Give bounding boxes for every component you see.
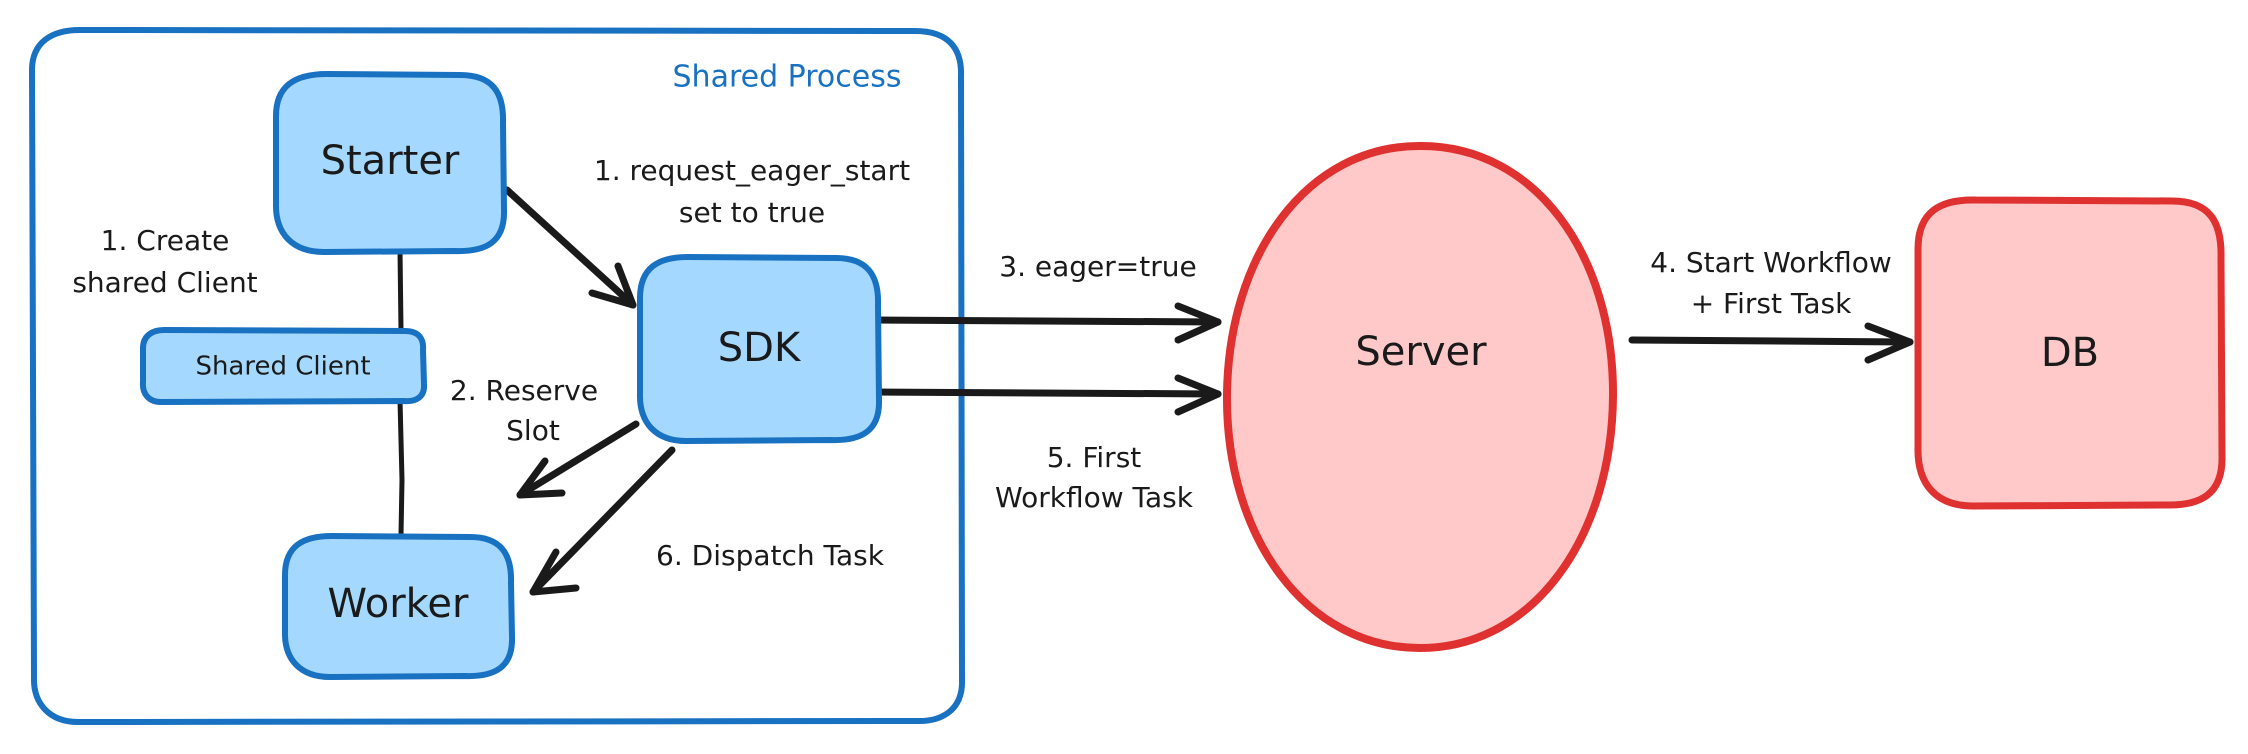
node-db-label: DB: [2041, 330, 2099, 376]
edge-dispatch-task: [529, 446, 676, 596]
edge-label-reserve-slot-line1: 2. Reserve: [450, 374, 598, 407]
edge-label-request-eager-start-line1: 1. request_eager_start: [594, 154, 910, 187]
edge-label-create-shared-client-line2: shared Client: [72, 266, 257, 299]
node-shared-client[interactable]: Shared Client: [139, 326, 428, 406]
edge-eager-true: [873, 302, 1222, 344]
edge-label-first-workflow-task-line1: 5. First: [1047, 441, 1142, 474]
node-db[interactable]: DB: [1914, 196, 2226, 510]
shared-process-title: Shared Process: [673, 60, 902, 95]
edge-label-start-workflow-line2: + First Task: [1691, 287, 1852, 320]
node-sdk[interactable]: SDK: [636, 253, 883, 445]
node-server-label: Server: [1355, 329, 1487, 375]
node-worker-label: Worker: [328, 581, 469, 627]
edge-request-eager-start: [503, 186, 637, 309]
edge-label-create-shared-client-line1: 1. Create: [101, 224, 230, 257]
shared-process-group: [28, 26, 966, 726]
node-server[interactable]: Server: [1222, 141, 1618, 653]
node-worker[interactable]: Worker: [281, 532, 516, 681]
node-starter-label: Starter: [321, 138, 460, 184]
node-sdk-label: SDK: [718, 325, 802, 371]
edge-label-eager-true: 3. eager=true: [999, 250, 1196, 283]
edge-label-start-workflow-line1: 4. Start Workflow: [1650, 246, 1892, 279]
edge-reserve-slot: [516, 420, 640, 499]
edge-label-reserve-slot-line2: Slot: [506, 414, 560, 447]
edge-label-dispatch-task: 6. Dispatch Task: [656, 539, 885, 572]
edge-label-first-workflow-task-line2: Workflow Task: [995, 481, 1194, 514]
edge-start-workflow: [1628, 322, 1914, 364]
node-shared-client-label: Shared Client: [195, 352, 370, 382]
edge-label-request-eager-start-line2: set to true: [679, 196, 825, 229]
node-starter[interactable]: Starter: [272, 70, 508, 256]
edge-first-workflow-task: [873, 374, 1222, 416]
